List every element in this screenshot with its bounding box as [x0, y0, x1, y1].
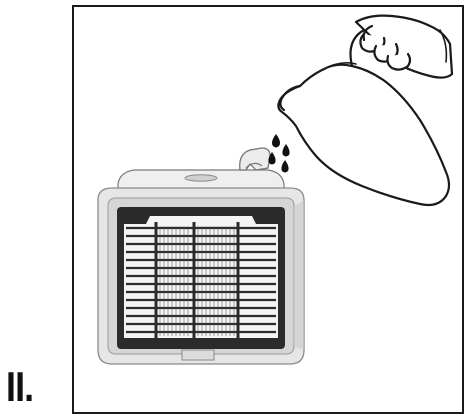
cooler-top-slot	[184, 174, 218, 182]
inlet-cap	[239, 147, 271, 171]
water-drop-2	[282, 144, 290, 157]
hand-thumb	[362, 24, 374, 42]
hand-wrist	[439, 29, 448, 63]
grille-filter-mesh	[159, 226, 235, 336]
hand-finger-3	[386, 52, 412, 71]
water-drop-3	[268, 152, 276, 165]
cooler-side-shade	[294, 200, 304, 350]
jug-body	[277, 63, 451, 207]
grille-vertical-bars	[154, 222, 240, 338]
hand-icon	[354, 14, 454, 79]
water-drop-icon	[268, 134, 290, 173]
water-drop-4	[281, 160, 289, 173]
grille-louvres	[126, 226, 276, 334]
air-cooler-icon	[97, 169, 305, 365]
hand-palm	[354, 14, 454, 79]
inlet-opening	[245, 162, 263, 169]
cooler-bottom-tab	[181, 349, 215, 361]
water-inlet-icon	[239, 147, 271, 171]
water-drop-1	[272, 134, 280, 148]
step-number-label: II.	[6, 363, 34, 410]
jug-spout	[279, 84, 302, 112]
grille-bottom-bar	[124, 338, 278, 344]
grille-top-tab-left	[124, 216, 150, 224]
grille-top-tab-right	[252, 216, 278, 224]
jug-rim	[321, 62, 357, 71]
